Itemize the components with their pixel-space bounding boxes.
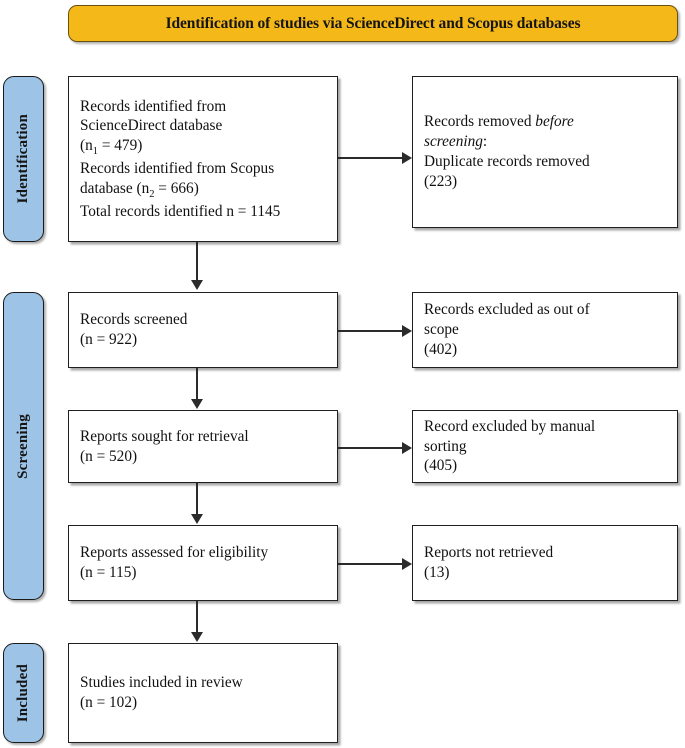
excluded-scope-line-1: Records excluded as out of — [424, 301, 590, 319]
stage-tab-included-label: Included — [15, 663, 31, 723]
records-identified-line-6: Total records identified n = 1145 — [80, 202, 281, 220]
connector-sought-to-excluded-manual — [338, 447, 402, 449]
studies-included-line-1: Studies included in review — [80, 674, 243, 692]
records-identified-line-2: ScienceDirect database — [80, 117, 223, 135]
arrowhead-right-assessed-to-not-retrieved — [402, 557, 412, 570]
studies-included-line-2: (n = 102) — [80, 694, 138, 711]
box-records-excluded-manual: Record excluded by manual sorting (405) — [412, 410, 678, 483]
connector-assessed-to-included — [196, 601, 198, 632]
reports-sought-line-1: Reports sought for retrieval — [80, 427, 249, 445]
connector-sought-to-assessed — [196, 483, 198, 514]
reports-sought-line-2: (n = 520) — [80, 447, 138, 465]
reports-assessed-line-1: Reports assessed for eligibility — [80, 544, 269, 562]
stage-tab-identification: Identification — [3, 76, 44, 242]
arrowhead-down-assessed-to-included — [190, 632, 203, 642]
box-reports-sought: Reports sought for retrieval (n = 520) — [68, 410, 338, 483]
arrowhead-down-identified-to-screened — [190, 280, 203, 290]
box-records-excluded-scope: Records excluded as out of scope (402) — [412, 292, 678, 368]
box-reports-assessed: Reports assessed for eligibility (n = 11… — [68, 525, 338, 601]
excluded-scope-line-2: scope — [424, 321, 459, 339]
connector-identified-to-screened — [196, 242, 198, 280]
records-identified-line-5: database (n2 = 666) — [80, 179, 199, 200]
stage-tab-identification-label: Identification — [15, 114, 31, 204]
records-removed-line-3: Duplicate records removed — [424, 153, 590, 170]
records-identified-line-3: (n1 = 479) — [80, 137, 143, 158]
arrowhead-right-identified-to-removed — [402, 151, 412, 164]
records-identified-line-1: Records identified from — [80, 97, 227, 115]
arrowhead-right-screened-to-excluded-scope — [402, 324, 412, 337]
not-retrieved-line-1: Reports not retrieved — [424, 544, 554, 562]
records-removed-line-4: (223) — [424, 172, 458, 190]
excluded-scope-line-3: (402) — [424, 340, 458, 358]
box-records-removed: Records removed before screening: Duplic… — [412, 76, 678, 228]
records-removed-line-1: Records removed before — [424, 113, 574, 131]
records-removed-line-2: screening: — [424, 133, 488, 151]
connector-screened-to-excluded-scope — [338, 330, 402, 332]
diagram-title: Identification of studies via ScienceDir… — [165, 14, 581, 32]
connector-assessed-to-not-retrieved — [338, 563, 402, 565]
records-screened-line-1: Records screened — [80, 311, 188, 329]
diagram-header-banner: Identification of studies via ScienceDir… — [68, 5, 678, 42]
connector-identified-to-removed — [338, 157, 402, 159]
arrowhead-down-sought-to-assessed — [190, 514, 203, 524]
records-identified-line-4: Records identified from Scopus — [80, 160, 275, 177]
box-studies-included: Studies included in review (n = 102) — [68, 643, 338, 743]
box-records-screened: Records screened (n = 922) — [68, 292, 338, 368]
stage-tab-included: Included — [3, 643, 44, 743]
excluded-manual-line-3: (405) — [424, 457, 458, 475]
reports-assessed-line-2: (n = 115) — [80, 564, 137, 581]
excluded-manual-line-1: Record excluded by manual — [424, 417, 596, 435]
arrowhead-down-screened-to-sought — [190, 399, 203, 409]
box-reports-not-retrieved: Reports not retrieved (13) — [412, 525, 678, 601]
stage-tab-screening: Screening — [3, 292, 44, 600]
stage-tab-screening-label: Screening — [15, 413, 31, 479]
arrowhead-right-sought-to-excluded-manual — [402, 441, 412, 454]
records-screened-line-2: (n = 922) — [80, 331, 138, 348]
excluded-manual-line-2: sorting — [424, 437, 467, 455]
not-retrieved-line-2: (13) — [424, 564, 450, 581]
box-records-identified: Records identified from ScienceDirect da… — [68, 76, 338, 242]
connector-screened-to-sought — [196, 368, 198, 399]
